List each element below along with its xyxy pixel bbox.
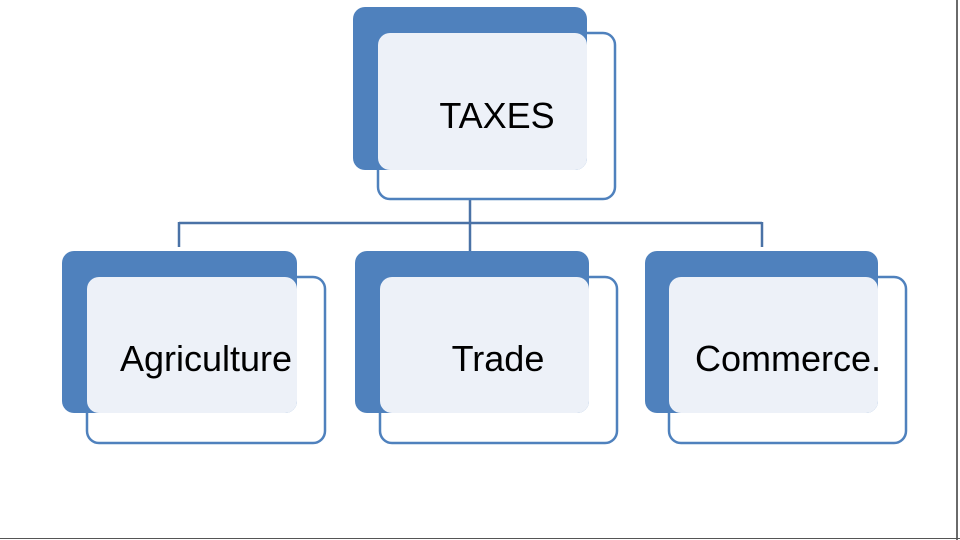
node-commerce-label: Commerce.	[694, 338, 882, 379]
node-root-label: TAXES	[439, 95, 555, 136]
node-agriculture-label: Agriculture	[119, 338, 293, 379]
slide-border-right	[956, 0, 958, 540]
node-trade-face	[380, 277, 589, 413]
slide-border-bottom	[0, 538, 960, 539]
node-agriculture-face	[87, 277, 297, 413]
node-commerce-face	[669, 277, 878, 413]
node-root-face	[378, 33, 587, 170]
node-trade-label: Trade	[451, 338, 545, 379]
